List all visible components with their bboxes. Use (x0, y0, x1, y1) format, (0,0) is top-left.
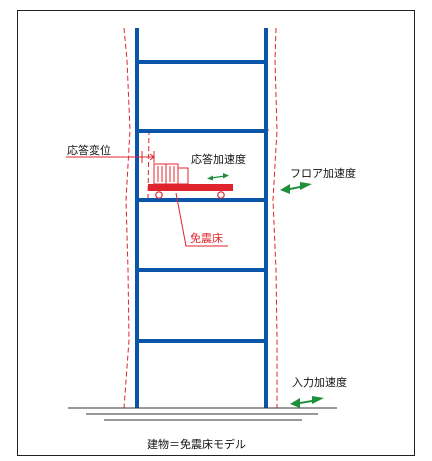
displacement-arrowhead (149, 153, 155, 161)
response-displacement-indicator (66, 151, 155, 163)
isolation-floor-leader (175, 192, 228, 247)
deformation-outline (123, 27, 278, 409)
floor-acceleration-arrow (280, 182, 312, 194)
rack-1 (153, 163, 167, 185)
isolation-floor-platform (148, 163, 233, 199)
deformation-line-right-outer (272, 27, 278, 408)
isolation-wheel-right (217, 191, 225, 199)
equipment-racks (153, 163, 189, 185)
diagram-frame (17, 10, 415, 456)
deformation-line-left-outer (123, 27, 131, 409)
acceleration-arrows (207, 173, 324, 408)
input-acceleration-arrow (290, 396, 324, 408)
isolation-deck (148, 184, 233, 191)
isolation-floor-label: 免震床 (190, 232, 223, 245)
rack-3 (177, 167, 189, 185)
response-acceleration-arrow (207, 173, 229, 181)
floor-acceleration-label: フロア加速度 (290, 167, 356, 180)
input-acceleration-label: 入力加速度 (292, 376, 347, 389)
diagram-caption: 建物＝免震床モデル (147, 438, 246, 451)
building-frame (135, 28, 268, 408)
ground (68, 407, 337, 421)
isolation-wheel-left (155, 191, 163, 199)
response-displacement-label: 応答変位 (67, 144, 111, 157)
rack-2 (165, 163, 179, 185)
response-acceleration-label: 応答加速度 (191, 153, 246, 166)
